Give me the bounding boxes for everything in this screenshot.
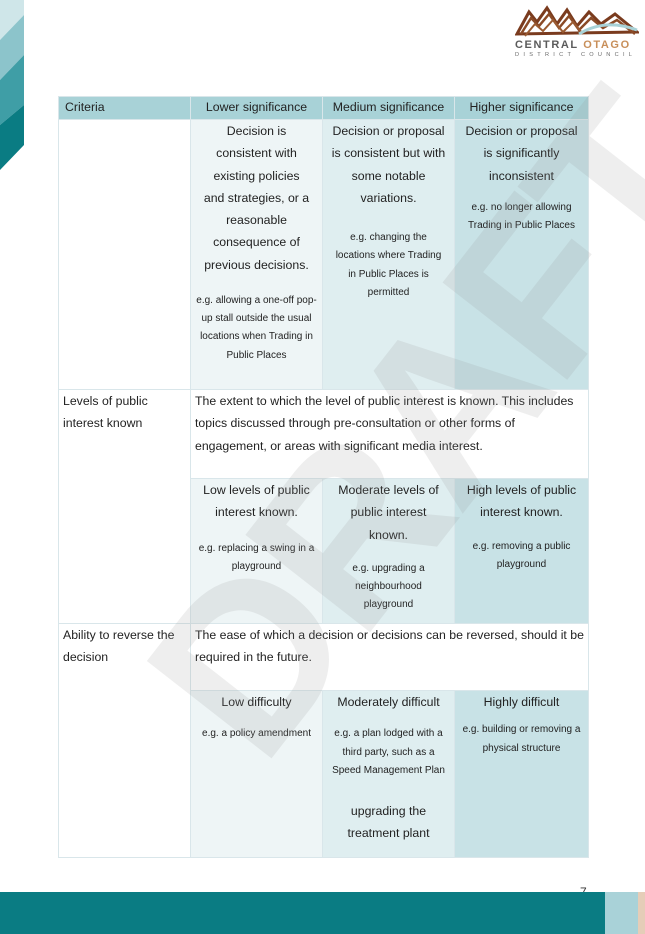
low-example: e.g. allowing a one-off pop-up stall out… <box>196 295 317 361</box>
medium-extra-text: upgrading the treatment plant <box>347 803 430 841</box>
header-lower-significance: Lower significance <box>190 96 323 120</box>
low-cell: Low difficulty e.g. a policy amendment <box>190 690 323 858</box>
medium-text: Moderately difficult <box>337 695 440 709</box>
table-row: Ability to reverse the decision The ease… <box>58 623 589 858</box>
criteria-cell: Levels of public interest known <box>58 389 191 624</box>
high-example: e.g. removing a public playground <box>472 540 571 570</box>
high-example: e.g. building or removing a physical str… <box>462 724 581 754</box>
medium-text: Decision or proposal is consistent but w… <box>331 124 446 205</box>
table-row: Low difficulty e.g. a policy amendment M… <box>59 690 589 858</box>
table-header-row: Criteria Lower significance Medium signi… <box>58 96 589 120</box>
footer-light-block <box>605 892 638 934</box>
medium-cell: Decision or proposal is consistent but w… <box>322 119 455 390</box>
table-row: Low levels of public interest known. e.g… <box>59 478 589 624</box>
high-cell: Highly difficult e.g. building or removi… <box>454 690 589 858</box>
low-cell: Low levels of public interest known. e.g… <box>190 478 323 624</box>
medium-text: Moderate levels of public interest known… <box>338 483 439 542</box>
significance-criteria-table: Criteria Lower significance Medium signi… <box>58 96 589 858</box>
low-text: Low levels of public interest known. <box>203 483 310 520</box>
low-text: Low difficulty <box>221 695 292 709</box>
description-cell: The ease of which a decision or decision… <box>190 623 589 691</box>
logo-wordmark: CENTRAL OTAGO <box>515 39 631 51</box>
medium-cell: Moderately difficult e.g. a plan lodged … <box>322 690 455 858</box>
medium-example: e.g. upgrading a neighbourhood playgroun… <box>352 562 425 611</box>
council-logo: CENTRAL OTAGO DISTRICT COUNCIL <box>515 4 641 58</box>
low-example: e.g. a policy amendment <box>202 728 311 740</box>
low-text: Decision is consistent with existing pol… <box>203 124 310 272</box>
header-criteria: Criteria <box>58 96 191 120</box>
high-text: High levels of public interest known. <box>466 483 577 520</box>
medium-cell: Moderate levels of public interest known… <box>322 478 455 624</box>
footer-edge-block <box>638 892 645 934</box>
medium-example: e.g. a plan lodged with a third party, s… <box>332 728 445 776</box>
table-row: Levels of public interest known The exte… <box>58 389 589 624</box>
table-row: Decision is consistent with existing pol… <box>58 119 589 390</box>
high-cell: Decision or proposal is significantly in… <box>454 119 589 390</box>
header-higher-significance: Higher significance <box>454 96 589 120</box>
description-cell: The extent to which the level of public … <box>190 389 589 479</box>
footer-bar <box>0 892 605 934</box>
high-text: Highly difficult <box>483 695 560 709</box>
high-example: e.g. no longer allowing Trading in Publi… <box>468 201 575 232</box>
criteria-cell <box>58 119 191 390</box>
logo-subtitle: DISTRICT COUNCIL <box>515 52 637 58</box>
low-example: e.g. replacing a swing in a playground <box>198 542 315 572</box>
high-text: Decision or proposal is significantly in… <box>465 124 578 183</box>
criteria-cell: Ability to reverse the decision <box>58 623 191 858</box>
low-cell: Decision is consistent with existing pol… <box>190 119 323 390</box>
header-medium-significance: Medium significance <box>322 96 455 120</box>
high-cell: High levels of public interest known. e.… <box>454 478 589 624</box>
medium-example: e.g. changing the locations where Tradin… <box>335 232 442 298</box>
left-accent-stripes <box>0 0 24 170</box>
mountains-icon <box>515 5 639 37</box>
